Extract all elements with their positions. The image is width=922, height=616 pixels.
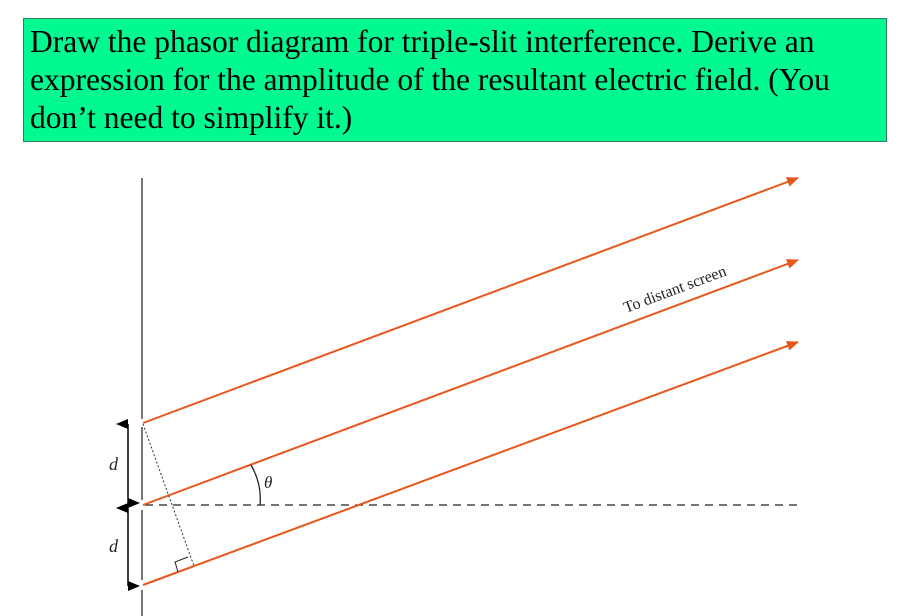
ray-top bbox=[142, 177, 799, 424]
ray-label: To distant screen bbox=[621, 263, 728, 317]
ray-middle bbox=[142, 259, 799, 506]
right-angle-mark bbox=[174, 556, 189, 573]
path-difference-line bbox=[142, 423, 195, 567]
question-text: Draw the phasor diagram for triple-slit … bbox=[30, 24, 830, 135]
theta-label: θ bbox=[264, 473, 272, 492]
theta-arc bbox=[250, 464, 261, 506]
spacing-label-lower: d bbox=[109, 536, 119, 556]
rays bbox=[142, 177, 799, 586]
question-box: Draw the phasor diagram for triple-slit … bbox=[23, 18, 887, 142]
spacing-label-upper: d bbox=[109, 454, 119, 474]
ray-bottom bbox=[142, 341, 799, 586]
